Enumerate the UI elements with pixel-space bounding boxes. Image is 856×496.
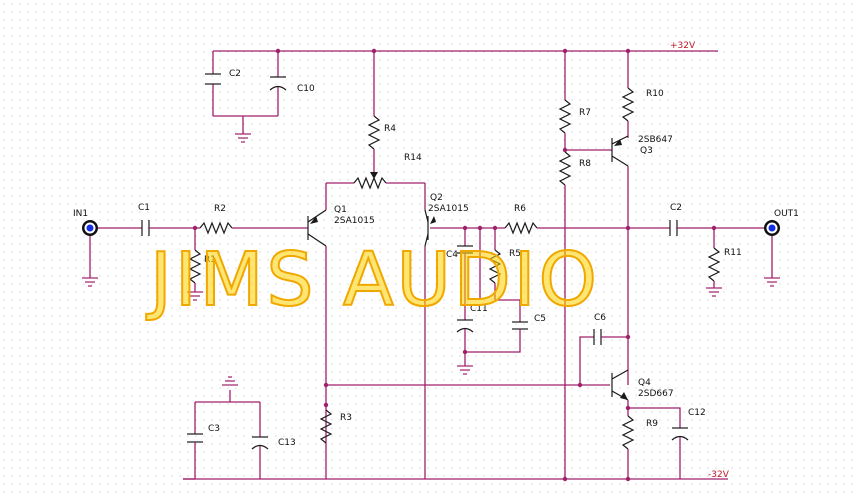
negative-rail-label: -32V xyxy=(708,470,730,480)
resistor-r4-label: R4 xyxy=(384,124,396,134)
watermark-logo: JIMS AUDIO xyxy=(146,237,600,323)
resistor-r11-label: R11 xyxy=(724,248,742,258)
r11-ground-symbol xyxy=(706,287,722,297)
capacitor-c12-plate xyxy=(671,435,689,441)
capacitor-c6-label: C6 xyxy=(594,313,606,323)
resistor-r10-symbol xyxy=(621,87,635,122)
c12-top-wire xyxy=(628,407,681,428)
resistor-r11-symbol xyxy=(707,247,721,282)
resistor-r2-label: R2 xyxy=(214,204,226,214)
transistor-q4-part-label: 2SD667 xyxy=(638,389,674,399)
junction-dot xyxy=(577,382,583,388)
resistor-r9-label: R9 xyxy=(646,419,658,429)
capacitor-c11-label: C11 xyxy=(470,304,488,314)
input-connector-label: IN1 xyxy=(73,209,88,219)
transistor-q1-ref-label: Q1 xyxy=(334,205,347,215)
transistor-q2-symbol xyxy=(424,209,436,247)
capacitor-c13-label: C13 xyxy=(278,438,296,448)
output-connector-label: OUT1 xyxy=(774,209,799,219)
junction-dot xyxy=(275,48,281,54)
capacitor-c2-output-symbol xyxy=(669,220,678,236)
supply-decoupling-network xyxy=(205,51,287,143)
resistor-r3-label: R3 xyxy=(340,413,352,423)
resistor-r7-label: R7 xyxy=(579,108,591,118)
junction-dot xyxy=(625,48,631,54)
capacitor-c4-label: C4 xyxy=(446,250,458,260)
output-jack[interactable] xyxy=(764,220,780,236)
resistor-r8-label: R8 xyxy=(579,159,591,169)
resistor-r1-symbol xyxy=(188,249,202,284)
transistor-q1-symbol xyxy=(307,209,327,247)
junction-dot xyxy=(562,476,568,482)
capacitor-c1-label: C1 xyxy=(138,203,150,213)
transistor-q1-part-label: 2SA1015 xyxy=(334,216,375,226)
junction-dot xyxy=(625,476,631,482)
capacitor-c5-label: C5 xyxy=(534,314,546,324)
junction-dot xyxy=(562,48,568,54)
negative-decoupling-network xyxy=(183,376,269,480)
resistor-r10-label: R10 xyxy=(646,89,664,99)
resistor-r5-symbol xyxy=(488,249,502,284)
resistor-r8-symbol xyxy=(558,151,572,186)
c5-ground-wire xyxy=(465,329,521,353)
capacitor-c2-supply-label: C2 xyxy=(229,69,241,79)
transistor-q3-ref-label: Q3 xyxy=(640,146,653,156)
output-ground-symbol xyxy=(764,277,780,287)
junction-dot xyxy=(323,402,329,408)
transistor-q4-ref-label: Q4 xyxy=(638,378,651,388)
capacitor-c3-label: C3 xyxy=(208,424,220,434)
transistor-q3-symbol xyxy=(611,135,629,167)
c11-ground-symbol xyxy=(457,365,473,375)
resistor-r1-label: R1 xyxy=(204,255,216,265)
capacitor-c10-label: C10 xyxy=(297,84,315,94)
capacitor-c12-label: C12 xyxy=(688,408,706,418)
resistor-r7-symbol xyxy=(558,99,572,134)
resistor-r3-symbol xyxy=(319,409,333,444)
resistor-r5-label: R5 xyxy=(509,249,521,259)
transistor-q2-ref-label: Q2 xyxy=(430,193,443,203)
resistor-r2-symbol xyxy=(199,221,233,235)
input-jack[interactable] xyxy=(82,220,98,236)
positive-rail-label: +32V xyxy=(670,41,696,51)
transistor-q4-symbol xyxy=(611,369,629,401)
resistor-r6-label: R6 xyxy=(514,204,526,214)
tail-resistor-network xyxy=(326,51,425,190)
input-ground-symbol xyxy=(82,277,98,287)
junction-dot xyxy=(371,48,377,54)
resistor-r14-label: R14 xyxy=(404,153,422,163)
transistor-q3-part-label: 2SB647 xyxy=(638,135,673,145)
resistor-r6-symbol xyxy=(504,221,538,235)
capacitor-c1-symbol xyxy=(141,220,150,236)
capacitor-c2-output-label: C2 xyxy=(670,203,682,213)
c6-left-wire xyxy=(579,336,594,385)
transistor-q2-part-label: 2SA1015 xyxy=(428,204,469,214)
capacitor-c11-plate xyxy=(456,327,474,333)
resistor-r9-symbol xyxy=(621,415,635,450)
r1-ground-symbol xyxy=(187,291,203,301)
